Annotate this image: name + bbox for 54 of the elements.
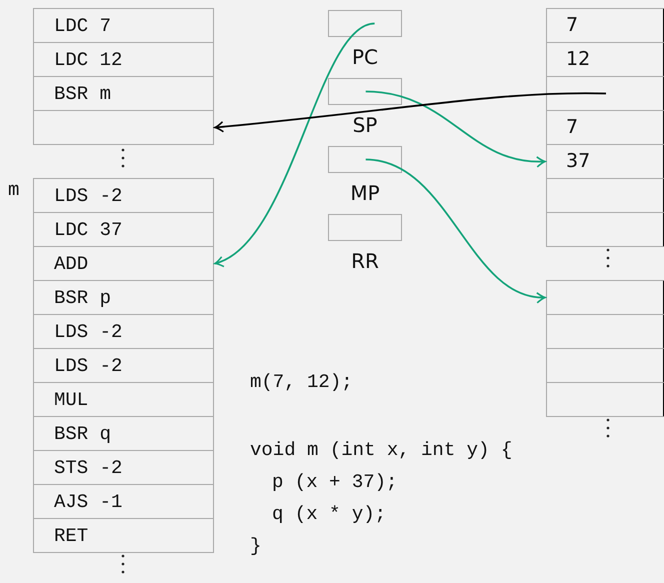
instruction-text: LDS -2 [54, 357, 122, 376]
instruction-cell [33, 348, 214, 383]
instruction-text: ADD [54, 255, 88, 274]
instruction-cell [33, 212, 214, 247]
instruction-text: BSR p [54, 289, 112, 308]
instruction-cell [33, 450, 214, 485]
instruction-text: LDC 37 [54, 221, 122, 240]
stack-value: 37 [566, 152, 590, 171]
instruction-cell [33, 8, 214, 43]
instruction-cell [33, 518, 214, 553]
instruction-cell [33, 42, 214, 77]
instruction-text: AJS -1 [54, 493, 122, 512]
empty-stack-cell [546, 314, 664, 349]
instruction-text: MUL [54, 391, 88, 410]
code-line: } [250, 537, 262, 556]
register-name: RR [350, 251, 380, 271]
stack-value: 7 [566, 118, 578, 137]
stack-cell [546, 8, 664, 43]
instruction-cell [33, 280, 214, 315]
code-line: m(7, 12); [250, 373, 353, 392]
instruction-text: STS -2 [54, 459, 122, 478]
stack-cell [546, 144, 664, 179]
instruction-cell [33, 416, 214, 451]
code-line: void m (int x, int y) { [250, 441, 512, 460]
instruction-text: LDS -2 [54, 187, 122, 206]
instruction-cell [33, 246, 214, 281]
code-line: q (x * y); [271, 505, 386, 524]
register-name: SP [352, 115, 378, 135]
stack-cell [546, 42, 664, 77]
instruction-text: LDS -2 [54, 323, 122, 342]
stack-value: 7 [566, 16, 578, 35]
empty-stack-cell [546, 348, 664, 383]
function-label: m [8, 181, 20, 200]
instruction-text: BSR q [54, 425, 112, 444]
empty-stack-cell [546, 280, 664, 315]
instruction-text: RET [54, 527, 88, 546]
instruction-text: BSR m [54, 85, 112, 104]
instruction-text: LDC 12 [54, 51, 122, 70]
instruction-cell [33, 314, 214, 349]
empty-stack-cell [546, 212, 664, 247]
empty-stack-cell [546, 178, 664, 213]
stack-cell [546, 110, 664, 145]
register-name: MP [349, 183, 381, 203]
instruction-cell [33, 484, 214, 519]
stack-value: 12 [566, 50, 590, 69]
code-line: p (x + 37); [271, 473, 398, 492]
empty-stack-cell [546, 382, 664, 417]
empty-stack-cell [546, 76, 664, 111]
instruction-cell [33, 382, 214, 417]
instruction-cell [33, 76, 214, 111]
register-name: PC [350, 47, 380, 67]
empty-instruction-cell [33, 110, 214, 145]
instruction-cell [33, 178, 214, 213]
instruction-text: LDC 7 [54, 17, 112, 36]
